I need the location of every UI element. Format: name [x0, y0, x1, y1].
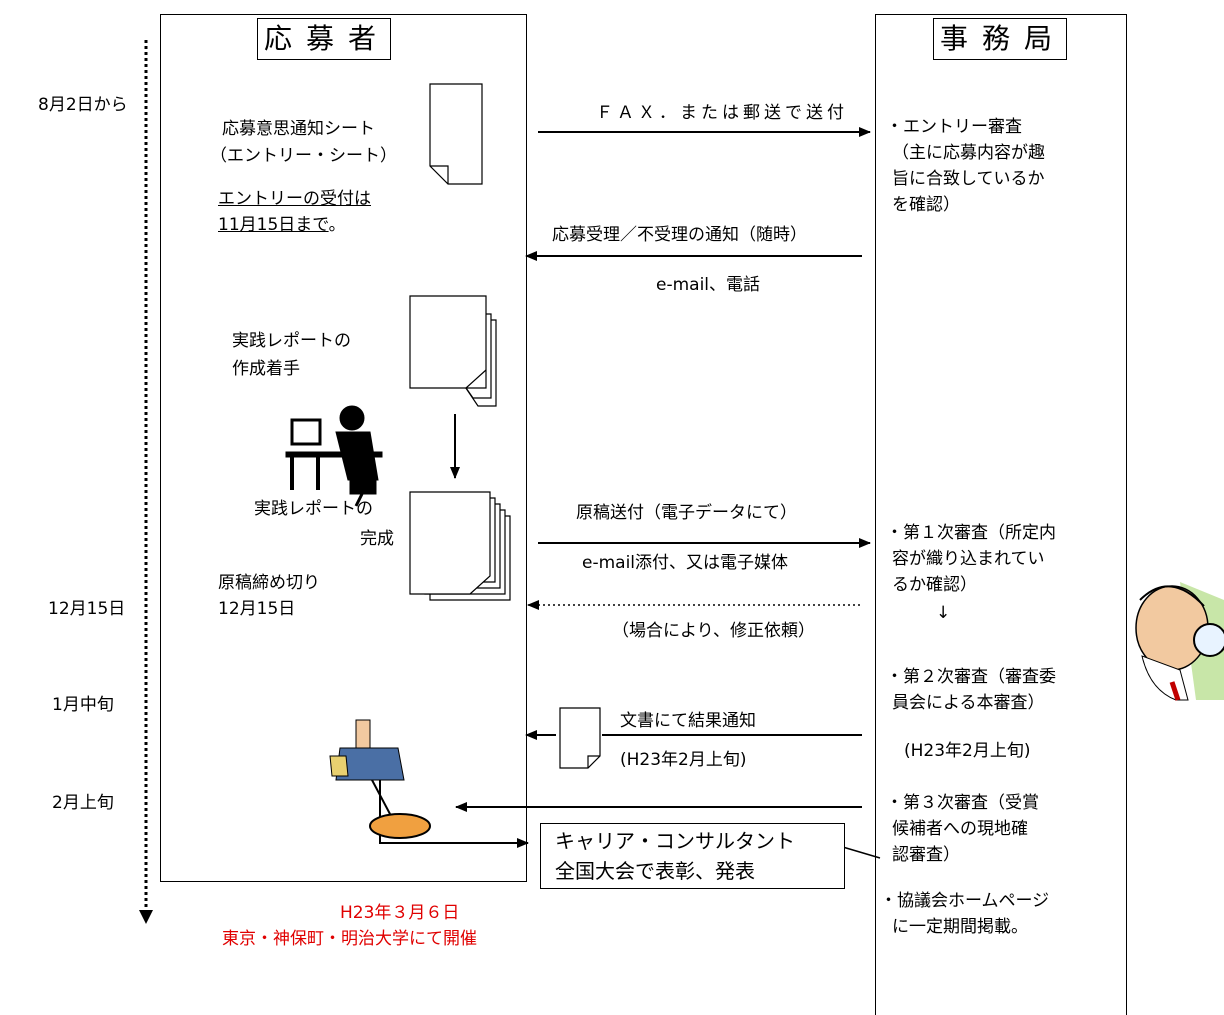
timeline-arrowhead: [139, 910, 153, 924]
report-start-2: 作成着手: [232, 359, 300, 379]
timeline-jan: 1月中旬: [52, 695, 114, 715]
award-presenter-icon: [329, 719, 431, 839]
second-review-2: 員会による本審査）: [892, 693, 1045, 713]
report-start-1: 実践レポートの: [232, 331, 351, 351]
applicant-header: 応募者: [257, 18, 392, 60]
entry-sheet-document: [429, 83, 483, 185]
applicant-lane: [160, 14, 527, 882]
flow-result-label: 文書にて結果通知: [620, 711, 756, 731]
secretariat-lane: [875, 14, 1127, 1015]
secretariat-header: 事務局: [933, 18, 1068, 60]
entry-review-2: （主に応募内容が趣: [892, 143, 1045, 163]
second-review-1: ・第２次審査（審査委: [886, 667, 1056, 687]
homepage-1: ・協議会ホームページ: [880, 891, 1050, 911]
report-stack-large: [409, 491, 511, 601]
award-venue: 東京・神保町・明治大学にて開催: [222, 929, 477, 949]
third-review-1: ・第３次審査（受賞: [886, 793, 1039, 813]
flow-acceptance-label: 応募受理／不受理の通知（随時）: [552, 225, 807, 245]
award-date: H23年３月６日: [340, 903, 460, 923]
entry-deadline-2: 11月15日まで。: [218, 212, 346, 238]
entry-deadline-tail: 。: [328, 215, 346, 235]
draft-deadline-2: 12月15日: [218, 599, 296, 619]
homepage-2: に一定期間掲載。: [892, 917, 1028, 937]
report-done-1: 実践レポートの: [254, 499, 373, 519]
diagram-lines: [139, 40, 1224, 924]
timeline-dec: 12月15日: [48, 599, 126, 619]
flow-acceptance-sub: e-mail、電話: [656, 275, 761, 295]
timeline-feb: 2月上旬: [52, 793, 114, 813]
entry-review-3: 旨に合致しているか: [892, 169, 1045, 189]
flow-result-date: (H23年2月上旬): [620, 750, 747, 770]
third-review-3: 認審査）: [892, 845, 960, 865]
first-review-3: るか確認）: [892, 575, 977, 595]
flow-fax-label: ＦＡＸ．または郵送で送付: [596, 103, 848, 123]
first-review-arrow: ↓: [936, 603, 951, 623]
entry-review-4: を確認）: [892, 195, 960, 215]
result-document: [559, 707, 601, 769]
second-review-date: (H23年2月上旬): [904, 741, 1031, 761]
first-review-2: 容が織り込まれてい: [892, 549, 1045, 569]
first-review-1: ・第１次審査（所定内: [886, 523, 1056, 543]
draft-deadline-1: 原稿締め切り: [218, 573, 320, 593]
flow-manuscript-sub: e-mail添付、又は電子媒体: [582, 553, 789, 573]
flow-manuscript-label: 原稿送付（電子データにて）: [576, 503, 797, 523]
third-review-2: 候補者への現地確: [892, 819, 1028, 839]
award-box-line1: キャリア・コンサルタント: [555, 829, 795, 853]
magnifier-person-icon: [1135, 582, 1224, 701]
entry-sheet-sublabel: （エントリー・シート）: [210, 146, 397, 166]
report-stack-small: [409, 295, 497, 407]
entry-deadline-date: 11月15日まで: [218, 215, 329, 235]
person-at-desk-icon: [285, 405, 383, 507]
entry-sheet-label: 応募意思通知シート: [222, 119, 375, 139]
flow-revision-label: （場合により、修正依頼）: [612, 621, 815, 641]
entry-deadline-1: エントリーの受付は: [218, 189, 371, 209]
report-done-2: 完成: [360, 529, 394, 549]
entry-review-1: ・エントリー審査: [886, 117, 1022, 137]
award-box-line2: 全国大会で表彰、発表: [555, 859, 755, 883]
timeline-aug: 8月2日から: [38, 95, 128, 115]
award-box: キャリア・コンサルタント 全国大会で表彰、発表: [540, 823, 845, 889]
